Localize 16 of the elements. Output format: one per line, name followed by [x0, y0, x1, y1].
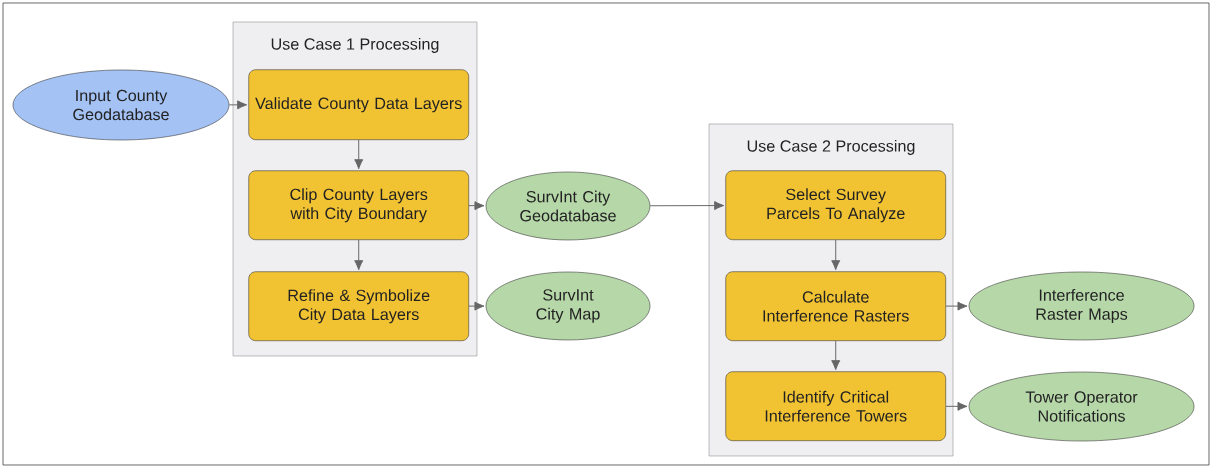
- arrow: [354, 139, 364, 170]
- arrow: [354, 239, 364, 271]
- process-box: Calculate Interference Rasters: [725, 271, 946, 341]
- arrow: [945, 401, 968, 411]
- arrow: [468, 301, 485, 311]
- arrow: [831, 340, 841, 371]
- process-box: Validate County Data Layers: [248, 69, 469, 140]
- process-box: Clip County Layers with City Boundary: [248, 170, 469, 240]
- arrow: [831, 239, 841, 271]
- arrow: [945, 301, 968, 311]
- process-box: Refine & Symbolize City Data Layers: [248, 271, 469, 341]
- arrow: [649, 201, 725, 211]
- process-box: Select Survey Parcels To Analyze: [725, 170, 946, 240]
- process-box: Identify Critical Interference Towers: [725, 371, 946, 441]
- arrow: [468, 201, 485, 211]
- arrow: [228, 100, 248, 110]
